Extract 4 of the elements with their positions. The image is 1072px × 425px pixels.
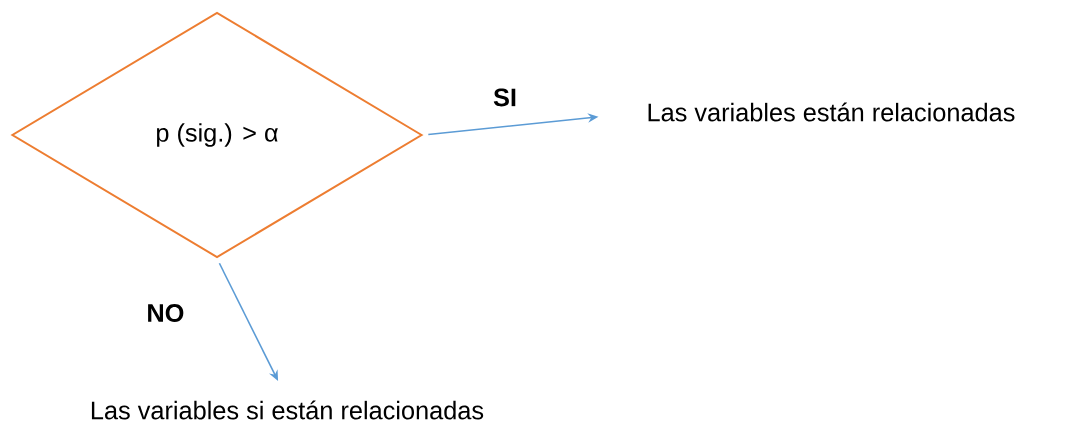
- outcome-text: Las variables si están relacionadas: [91, 400, 484, 420]
- outcome-text: Las variables están relacionadas: [648, 102, 1015, 122]
- edge-label: NO: [148, 304, 184, 322]
- edge-label: SI: [493, 88, 516, 107]
